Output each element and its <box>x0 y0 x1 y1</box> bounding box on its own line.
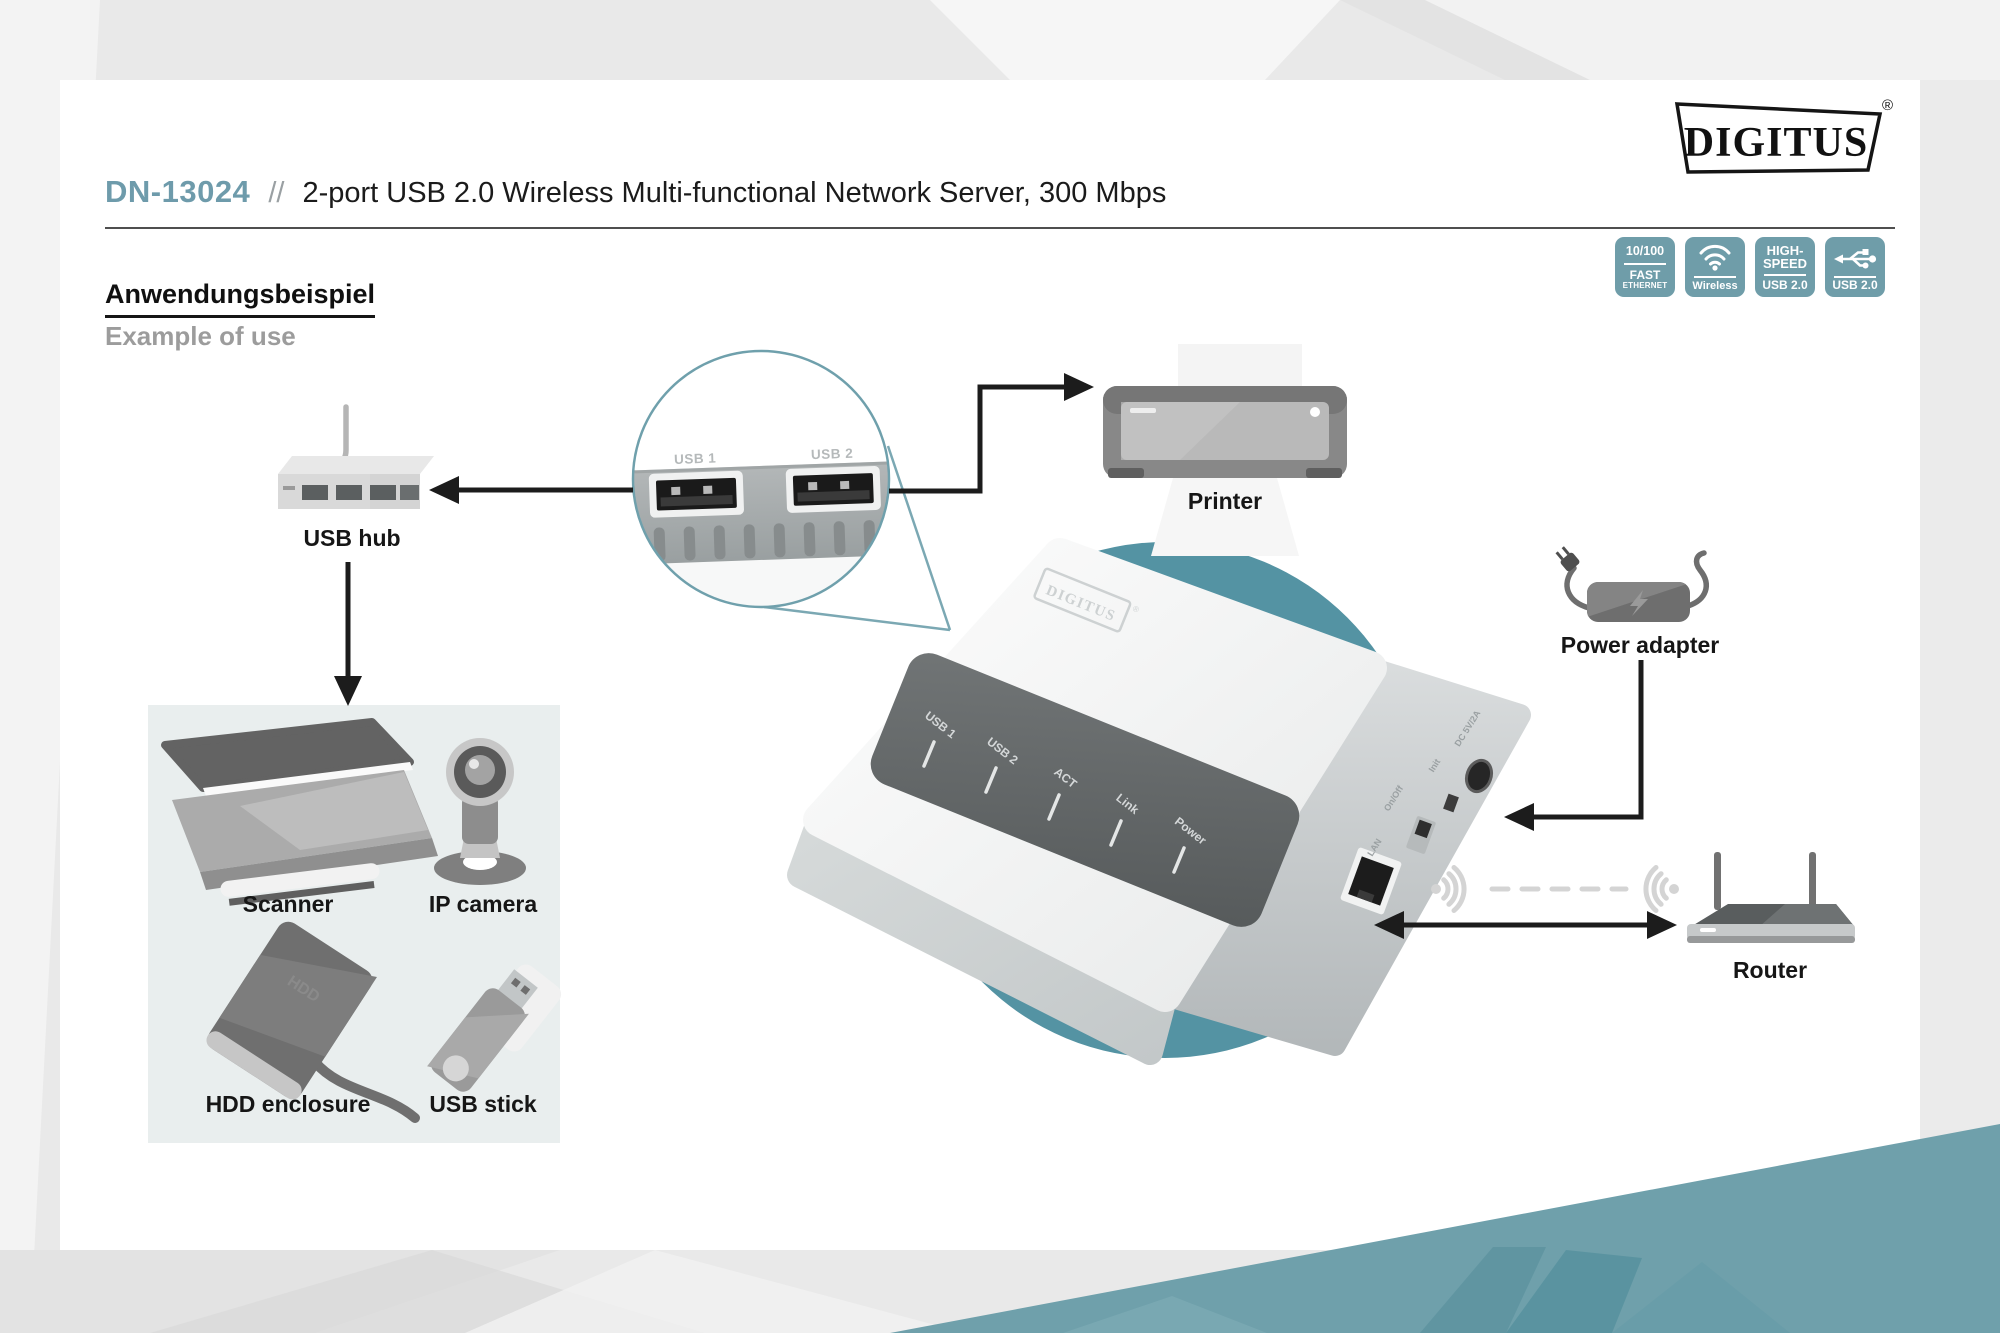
wifi-signal-icon-right <box>1643 865 1679 913</box>
lightning-bolt-icon <box>1630 590 1648 616</box>
dc-jack <box>1464 758 1494 794</box>
digitus-logo-text: DIGITUS <box>1684 120 1868 166</box>
badge-fast-ethernet-line3: ETHERNET <box>1622 281 1668 290</box>
label-usb-hub: USB hub <box>303 525 401 551</box>
usb-stick-icon <box>427 964 562 1092</box>
hdd-enclosure-icon: HDD <box>206 921 420 1123</box>
header-rule <box>105 227 1895 229</box>
closeup-callout-lines <box>763 445 952 632</box>
arrow-device-router <box>1374 911 1677 939</box>
printer-icon <box>1103 344 1347 556</box>
badge-high-speed-line2: SPEED <box>1762 256 1808 271</box>
digitus-registered-mark: ® <box>1882 97 1893 114</box>
badge-high-speed-label: USB 2.0 <box>1762 278 1808 292</box>
digitus-logo: DIGITUS ® <box>1674 97 1893 174</box>
ip-camera-icon <box>434 738 526 885</box>
wifi-signal-icon-left <box>1431 865 1467 913</box>
label-power-adapter: Power adapter <box>1560 632 1720 658</box>
badge-high-speed-line1: HIGH- <box>1766 243 1804 258</box>
section-heading-de: Anwendungsbeispiel <box>105 279 376 318</box>
wifi-link <box>1431 865 1679 913</box>
badge-high-speed-usb: HIGH- SPEED USB 2.0 <box>1755 237 1815 297</box>
router-icon <box>1687 852 1855 943</box>
badge-divider <box>1694 276 1736 278</box>
badge-fast-ethernet: 10/100 FAST ETHERNET <box>1615 237 1675 297</box>
usb-hub-icon <box>278 404 434 509</box>
arrow-to-usb-hub <box>429 476 633 504</box>
page-header: DN-13024 // 2-port USB 2.0 Wireless Mult… <box>105 174 1166 210</box>
scanner-icon <box>161 718 438 906</box>
lan-port <box>1340 847 1402 915</box>
arrow-power-to-device <box>1504 660 1644 831</box>
badge-wireless-label: Wireless <box>1692 280 1738 292</box>
usb-port-2 <box>785 465 881 513</box>
label-usb-stick: USB stick <box>429 1091 537 1117</box>
arrow-to-printer <box>889 373 1094 494</box>
init-button <box>1443 793 1459 813</box>
power-adapter-icon <box>1555 546 1709 622</box>
closeup-usb2-label: USB 2 <box>811 446 854 462</box>
product-title: 2-port USB 2.0 Wireless Multi-functional… <box>302 177 1167 209</box>
header-separator: // <box>268 177 285 209</box>
section-heading-en: Example of use <box>105 321 296 351</box>
feature-badges: 10/100 FAST ETHERNET Wireless HIGH- SPEE… <box>1615 237 1885 297</box>
badge-fast-ethernet-line2: FAST <box>1629 268 1661 282</box>
teal-corner-decor <box>890 1124 2000 1333</box>
product-model: DN-13024 <box>105 174 251 209</box>
label-router: Router <box>1732 957 1808 983</box>
label-hdd-enclosure: HDD enclosure <box>205 1091 371 1117</box>
usb-port-1 <box>648 470 744 518</box>
badge-wireless: Wireless <box>1685 237 1745 297</box>
usb-trident-icon <box>1834 249 1877 269</box>
device-led-panel <box>870 653 1300 927</box>
connection-arrows <box>334 373 1677 939</box>
network-server-device: DIGITUS ® USB 1 USB 2 ACT Link Power <box>787 538 1531 1065</box>
badge-divider <box>1624 263 1666 265</box>
arrow-hub-to-panel <box>334 562 362 706</box>
label-scanner: Scanner <box>242 891 334 917</box>
power-switch <box>1406 816 1436 854</box>
usb-ports-closeup: USB 1 USB 2 <box>631 349 891 609</box>
badge-divider <box>1764 274 1806 276</box>
label-printer: Printer <box>1187 488 1263 514</box>
badge-usb20-label: USB 2.0 <box>1832 278 1878 292</box>
label-ip-camera: IP camera <box>428 891 538 917</box>
registered-mark: ® <box>1131 604 1140 615</box>
badge-usb20: USB 2.0 <box>1825 237 1885 297</box>
badge-fast-ethernet-speed: 10/100 <box>1625 244 1665 258</box>
closeup-usb1-label: USB 1 <box>674 450 717 466</box>
badge-divider <box>1834 276 1876 278</box>
wifi-icon <box>1699 244 1731 271</box>
closeup-circle-border <box>631 349 891 609</box>
